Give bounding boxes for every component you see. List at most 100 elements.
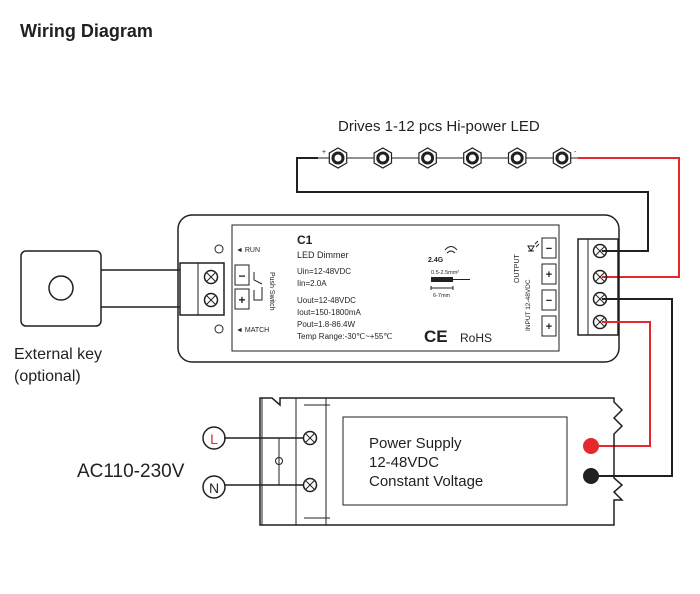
controller-model: C1: [297, 233, 313, 247]
spec-iin: Iin=2.0A: [297, 279, 327, 288]
screw-slash: [206, 272, 216, 282]
spec-pout: Pout=1.8-86.4W: [297, 320, 355, 329]
input-minus: −: [546, 295, 552, 307]
spec-uin: Uin=12-48VDC: [297, 267, 351, 276]
rohs-mark: RoHS: [460, 331, 492, 345]
terminal-screw-icon: [592, 269, 608, 285]
ac-l-terminal-screw: [302, 430, 318, 446]
right-terminal-screws: [592, 243, 608, 330]
hi-power-led-icon: [463, 147, 482, 169]
power-supply: Power Supply 12-48VDC Constant Voltage: [259, 397, 624, 526]
live-label: L: [210, 431, 218, 447]
screw-slash: [595, 246, 605, 256]
controller-name: LED Dimmer: [297, 250, 349, 260]
strip-length-dimension-icon: [430, 286, 454, 290]
power-supply-title: Power Supply: [369, 435, 462, 452]
input-label: INPUT 12-48VDC: [525, 279, 532, 331]
led-dome: [468, 154, 476, 162]
neutral-terminal-icon: [202, 475, 226, 499]
screw-slash: [206, 295, 216, 305]
spec-temp-range: Temp Range:-30℃~+55℃: [297, 332, 392, 341]
output-plus: +: [546, 269, 552, 281]
screw-slash: [305, 433, 315, 443]
hi-power-led-icon: [507, 147, 527, 169]
power-supply-body: [259, 397, 624, 526]
led-array: [328, 147, 572, 169]
screw-slash: [595, 317, 605, 327]
run-label: ◄ RUN: [236, 247, 260, 254]
power-supply-label-panel: [342, 416, 568, 506]
input-plus: +: [546, 321, 552, 333]
hi-power-led-icon: [328, 147, 348, 169]
led-chain-minus-mark: -: [574, 149, 577, 156]
led-dome: [379, 154, 387, 162]
power-supply-voltage: 12-48VDC: [369, 454, 439, 471]
output-minus-box: [541, 237, 557, 259]
led-chain: + -: [318, 147, 578, 169]
push-switch-plus-box: [234, 288, 250, 310]
push-switch-plus: +: [238, 293, 245, 307]
screw-icon: [203, 269, 219, 285]
wireless-label: 2.4G: [428, 257, 444, 264]
key-terminal-block: [179, 262, 225, 316]
input-minus-box: [541, 289, 557, 311]
input-positive-wire: [592, 321, 651, 447]
ce-mark-icon: CE: [424, 327, 448, 346]
push-switch-minus: −: [238, 269, 245, 283]
external-key-body: [20, 250, 102, 327]
ac-terminal-strip: [295, 397, 327, 526]
led-dome: [513, 154, 521, 162]
diagram-title: Wiring Diagram: [20, 21, 153, 41]
output-input-terminal-block: [577, 238, 619, 336]
switch-symbol-icon: [253, 272, 263, 301]
controller-body: [177, 214, 620, 363]
led-dome: [424, 154, 432, 162]
led-dome: [334, 154, 342, 162]
external-key: [20, 250, 180, 327]
ac-bridge-node: [275, 457, 283, 465]
run-indicator-led: [214, 244, 224, 254]
output-minus: −: [546, 243, 552, 255]
wifi-icon: [444, 246, 458, 254]
right-polarity-markers: − + − +: [541, 237, 557, 337]
screw-slash: [595, 294, 605, 304]
input-negative-wire: [592, 298, 673, 477]
neutral-label: N: [209, 480, 219, 496]
led-chain-plus-mark: +: [322, 149, 326, 156]
live-terminal-icon: [202, 426, 226, 450]
screw-icon: [592, 269, 608, 285]
external-key-button-icon: [48, 275, 74, 301]
led-negative-wire: [296, 157, 649, 252]
spec-uout: Uout=12-48VDC: [297, 296, 356, 305]
hi-power-led-icon: [552, 147, 572, 169]
match-label: ◄ MATCH: [236, 327, 269, 334]
screw-slash: [595, 272, 605, 282]
key-terminal-screw-2: [203, 292, 219, 308]
screw-icon: [203, 292, 219, 308]
screw-icon: [592, 243, 608, 259]
external-key-label: External key: [14, 346, 102, 363]
hi-power-led-icon: [418, 147, 437, 169]
screw-slash: [305, 480, 315, 490]
controller: − + Push Switch ◄ RUN ◄ MATCH C1 LED Dim…: [177, 214, 620, 363]
led-symbol-icon: [527, 245, 535, 252]
power-supply-type: Constant Voltage: [369, 473, 483, 490]
wire-strip-insulation-icon: [431, 277, 453, 282]
external-key-optional-label: (optional): [14, 368, 81, 385]
hi-power-led-icon: [373, 147, 393, 169]
ac-n-terminal-screw: [302, 477, 318, 493]
led-caption: Drives 1-12 pcs Hi-power LED: [338, 118, 540, 135]
terminal-screw-icon: [592, 243, 608, 259]
ac-voltage-label: AC110-230V: [77, 461, 185, 482]
controller-label-panel: [231, 224, 560, 352]
led-dome: [558, 154, 566, 162]
light-rays-icon: [534, 240, 540, 248]
dc-positive-output-dot: [583, 438, 599, 454]
key-terminal-screw-1: [203, 269, 219, 285]
input-plus-box: [541, 315, 557, 337]
push-switch-label: Push Switch: [268, 272, 275, 311]
led-positive-wire: [578, 157, 680, 278]
output-label: OUTPUT: [514, 254, 521, 284]
match-button-indicator: [214, 324, 224, 334]
